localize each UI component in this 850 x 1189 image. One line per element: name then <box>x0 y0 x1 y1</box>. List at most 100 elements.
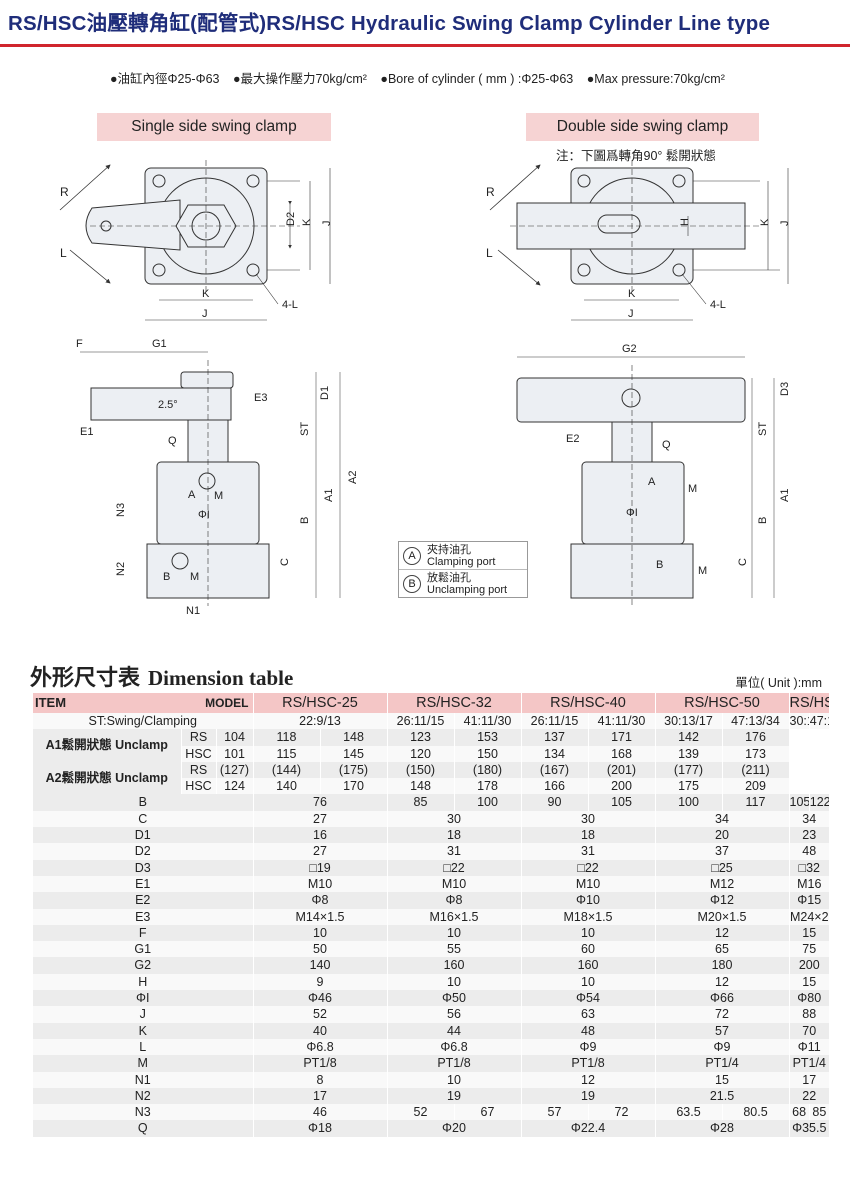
cell-n3-8: 85 <box>809 1104 831 1121</box>
table-cell: M12 <box>655 875 790 893</box>
row-label: H <box>33 973 254 991</box>
dim-I-single: ΦI <box>198 509 210 521</box>
table-cell: 140 <box>253 957 388 974</box>
row-label: G2 <box>33 957 254 974</box>
table-cell: 17 <box>789 1071 830 1088</box>
cell-a2-hsc-0: 124 <box>216 778 254 795</box>
dim-L-single-top: L <box>60 246 67 260</box>
table-cell: Φ12 <box>655 892 790 909</box>
dim-J-single-bottom: J <box>202 308 208 320</box>
cell-q-2: Φ22.4 <box>521 1120 656 1137</box>
table-cell: 10 <box>387 973 522 991</box>
table-cell: M20×1.5 <box>655 908 790 925</box>
cell-st-2: 41:11/30 <box>454 713 522 730</box>
table-cell: 57 <box>655 1022 790 1039</box>
legend-mark-b: B <box>403 574 421 593</box>
cell-st-8: 47:13/34 <box>809 713 831 730</box>
cell-q-4: Φ35.5 <box>789 1120 830 1137</box>
single-top-view: R L D2 K J K J 4-L <box>59 160 333 321</box>
row-label: N2 <box>33 1087 254 1105</box>
cell-a2-hsc-2: 170 <box>320 778 388 795</box>
dim-A1-double: A1 <box>779 489 791 502</box>
cell-a1-rs-2: 148 <box>320 729 388 746</box>
table-cell: PT1/4 <box>789 1055 830 1072</box>
cell-a2-rs-6: (201) <box>588 761 656 779</box>
spec-pressure-zh: ●最大操作壓力70kg/cm² <box>232 72 367 86</box>
dim-K-single-bottom: K <box>202 288 210 300</box>
spec-bore-en: ●Bore of cylinder ( mm ) :Φ25-Φ63 <box>380 72 574 86</box>
dim-J-double-bottom: J <box>628 308 634 320</box>
cell-a2-rs-1: (144) <box>253 761 321 779</box>
table-cell: 12 <box>655 973 790 991</box>
cell-a1-hsc-6: 168 <box>588 745 656 762</box>
table-cell: 48 <box>521 1022 656 1039</box>
cell-b-6: 117 <box>722 794 790 811</box>
table-cell: 31 <box>521 843 656 860</box>
cell-n3-7: 68 <box>789 1104 810 1121</box>
row-label: D3 <box>33 859 254 876</box>
dim-C-double: C <box>737 558 749 566</box>
table-cell: 72 <box>655 1006 790 1023</box>
table-cell: 18 <box>387 827 522 844</box>
single-side-view: F G1 2.5° E3 E1 D1 Q ST A M ΦI N3 A1 A2 … <box>76 338 359 617</box>
dim-D1: D1 <box>319 386 331 400</box>
cell-a1-rs-0: 104 <box>216 729 254 746</box>
cell-b-5: 100 <box>655 794 723 811</box>
dim-K-single-side: K <box>301 218 313 226</box>
cell-a2-hsc-4: 178 <box>454 778 522 795</box>
table-cell: M14×1.5 <box>253 908 388 925</box>
table-cell: M10 <box>387 875 522 893</box>
cell-n3-5: 63.5 <box>655 1104 723 1121</box>
cell-a2-rs-7: (177) <box>655 761 723 779</box>
cell-a2-rs-5: (167) <box>521 761 589 779</box>
table-cell: 10 <box>521 924 656 942</box>
cell-a1-rs-1: 118 <box>253 729 321 746</box>
port-A-single: A <box>188 489 196 501</box>
table-cell: 34 <box>789 810 830 828</box>
double-clamp-label: Double side swing clamp <box>526 113 759 141</box>
cell-a1-rs-4: 153 <box>454 729 522 746</box>
table-cell: 27 <box>253 843 388 860</box>
table-cell: 44 <box>387 1022 522 1039</box>
table-cell: PT1/8 <box>521 1055 656 1072</box>
dim-R-single-top: R <box>60 185 69 199</box>
table-cell: Φ6.8 <box>253 1038 388 1056</box>
dim-E3: E3 <box>254 392 267 404</box>
table-cell: 15 <box>789 973 830 991</box>
legend-b-en: Unclamping port <box>427 583 508 596</box>
table-cell: PT1/4 <box>655 1055 790 1072</box>
row-label: M <box>33 1055 254 1072</box>
table-cell: 17 <box>253 1087 388 1105</box>
table-cell: Φ50 <box>387 990 522 1007</box>
cell-b-0: 76 <box>253 794 388 811</box>
table-cell: 160 <box>387 957 522 974</box>
dim-N1: N1 <box>186 605 200 617</box>
double-side-view: G2 D3 E2 Q ST A M ΦI A1 B B M C <box>516 343 791 606</box>
cell-a2-rs-8: (211) <box>722 761 790 779</box>
table-cell: Φ8 <box>387 892 522 909</box>
row-sub-a1-hsc: HSC <box>181 745 217 762</box>
table-cell: 21.5 <box>655 1087 790 1105</box>
row-label: K <box>33 1022 254 1039</box>
cell-n3-1: 52 <box>387 1104 455 1121</box>
table-cell: M18×1.5 <box>521 908 656 925</box>
dim-D2: D2 <box>285 212 297 226</box>
cell-a1-hsc-8: 173 <box>722 745 790 762</box>
port-A-double: A <box>648 476 656 488</box>
double-clamp-note: 注：下圖爲轉角90° 鬆開狀態 <box>556 149 716 163</box>
cell-st-6: 47:13/34 <box>722 713 790 730</box>
table-cell: 20 <box>655 827 790 844</box>
port-M-double-a: M <box>688 483 697 495</box>
header-model: MODEL <box>205 696 249 710</box>
table-cell: 30 <box>387 810 522 828</box>
table-cell: 19 <box>521 1087 656 1105</box>
